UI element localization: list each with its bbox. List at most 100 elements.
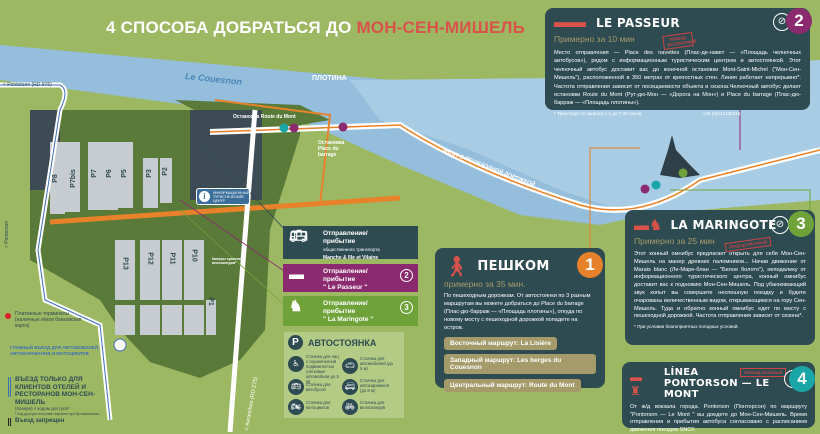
legend-text: Стоянка для лиц с ограниченной подвижнос… [306, 354, 339, 384]
pontorson-road-label: < Pontorson (RD 976) [3, 82, 52, 88]
page-title: 4 СПОСОБА ДОБРАТЬСЯ ДО МОН-СЕН-МИШЕЛЬ [106, 18, 526, 37]
legend-text: Отправление/ [323, 300, 368, 307]
hotel-entry-sub: (Казерн) с кодом доступа* [15, 406, 70, 411]
walk-body: По пешеходным дорожкам. От автостоянки п… [444, 293, 591, 331]
entry-barrier-icon [8, 377, 11, 397]
route-central[interactable]: Центральный маршрут: Route du Mont [444, 379, 581, 392]
walk-panel: 🚶︎ ПЕШКОМ примерно за 35 мин. По пешеходн… [435, 248, 605, 392]
parking-p12[interactable]: P12 [146, 252, 154, 265]
paid-ride-stamp: ПРОЕЗД ПЛАТНЫЙ [740, 368, 787, 377]
stop-barrage: Остановка Place du barrage [318, 140, 345, 158]
free-ride-stamp: ПРОЕЗД БЕСПЛАТНЫЙ [662, 31, 696, 51]
stop-route-du-mont: Остановка Route du Mont [233, 114, 296, 120]
passeur-phone: +33 (0)214132015. [702, 110, 742, 116]
parking-legend: P АВТОСТОЯНКА ♿︎Стоянка для лиц с ограни… [284, 332, 404, 418]
badge-4: 4 [789, 366, 815, 392]
shuttle-icon: ▬ [289, 266, 304, 283]
badge-3: 3 [788, 211, 814, 237]
info-center-label: ИНФОРМАЦИОННЫЙ ТУРИСТИЧЕСКИЙ ЦЕНТР [213, 191, 250, 203]
parking-p13[interactable]: P13 [121, 257, 129, 270]
parking-p11[interactable]: P11 [168, 252, 176, 265]
info-icon: i [199, 191, 210, 202]
parking-p7bis[interactable]: P7bis [69, 169, 77, 188]
parking-p6[interactable]: P6 [105, 169, 113, 178]
no-dogs-icon: ⊘ [771, 216, 789, 234]
parking-p10[interactable]: P10 [190, 249, 198, 262]
payment-terminal-icon [5, 313, 11, 319]
badge-2: 2 [786, 8, 812, 34]
mont-saint-michel-silhouette [660, 135, 700, 178]
payment-terminals-label: Платежные терминалы (наличные и/или банк… [15, 311, 82, 329]
legend-passeur: ▬ Отправление/прибытие" Le Passeur " 2 [283, 264, 418, 292]
legend-text: Стоянка для велосипедов [360, 400, 386, 410]
passeur-title: LE PASSEUR [596, 16, 680, 30]
pedestrian-icon: 🚶︎ [444, 256, 470, 278]
main-entry-label: ГЛАВНЫЙ ВЪЕЗД ДЛЯ АВТОМОБИЛЕЙ, АВТОКАРАВ… [10, 345, 100, 356]
hotel-entry-label: ВЪЕЗД ТОЛЬКО ДЛЯ КЛИЕНТОВ ОТЕЛЕЙ И РЕСТО… [15, 376, 95, 406]
parking-icon: P [288, 335, 303, 350]
bus-train-icon: ▬ ♜ [630, 369, 642, 398]
legend-number: 3 [400, 301, 413, 314]
road-rd275 [227, 109, 258, 432]
legend-text: прибытие [323, 276, 356, 283]
bike-storage-label: Камеры хранения велосипедов* [212, 257, 244, 265]
passeur-note: * Транспорт по запросу с 1 до 7:30 часов… [554, 110, 643, 116]
no-entry-label: Въезд запрещен [15, 418, 65, 424]
linea-body: От ж/д вокзала города. Pontorson (Понтор… [630, 404, 807, 433]
wheelchair-icon: ♿︎ [288, 356, 304, 372]
bus-icon: 🚌︎ [288, 379, 304, 395]
maringote-note: * При условии благоприятных погодных усл… [634, 324, 739, 330]
legend-text: прибытие [323, 308, 356, 315]
hotel-entry-note: * Код доступа получают заранее при брони… [15, 412, 100, 416]
walk-time: примерно за 35 мин. [444, 279, 526, 289]
parking-lots [50, 142, 216, 335]
maringote-body: Этот конный омнибус предлагает открыть д… [634, 251, 806, 320]
legend-text: Стоянка для автобусов [306, 382, 331, 392]
maringote-title: LA MARINGOTE [670, 218, 777, 232]
dam-label: ПЛОТИНА [312, 75, 347, 82]
parking-p2[interactable]: P2 [161, 167, 169, 176]
linea-title-2: PONTORSON — LE MONT [663, 378, 770, 400]
passeur-body: Место отправления — Place des navettes (… [554, 50, 801, 107]
legend-text: " La Maringote " [323, 316, 374, 323]
maringote-panel: ▬♞LA MARINGOTE ПРОЕЗД ПЛАТНЫЙ Примерно з… [625, 210, 815, 345]
legend-text: Отправление/ [323, 230, 368, 237]
legend-text: Стоянка для автокараванов (до 8 м) [360, 378, 389, 393]
parking-p7[interactable]: P7 [90, 169, 98, 178]
parking-p3[interactable]: P3 [145, 169, 153, 178]
legend-text: Отправление/ [323, 268, 368, 275]
route-east[interactable]: Восточный маршрут: La Lisière [444, 337, 557, 350]
legend-public-transport: 🚌︎ Отправление/прибытие общественного тран… [283, 226, 418, 261]
car-icon: 🚗︎ [342, 358, 358, 374]
shuttle-bus-icon: ▬▬ [554, 14, 586, 31]
camper-icon: 🚐︎ [342, 379, 358, 395]
horse-omnibus-icon: ▬♞ [634, 217, 663, 234]
legend-number: 2 [400, 269, 413, 282]
horse-icon: ♞ [289, 298, 303, 315]
legend-text: общественного транспорта [323, 247, 380, 252]
walk-title: ПЕШКОМ [477, 259, 550, 274]
parking-p5[interactable]: P5 [120, 169, 128, 178]
legend-text: Стоянка для мотоциклов [306, 400, 331, 410]
maringote-time: Примерно за 25 мин [634, 236, 715, 246]
parking-legend-title: АВТОСТОЯНКА [308, 338, 377, 348]
bicycle-icon: 🚲︎ [342, 399, 358, 415]
motorcycle-icon: 🏍︎ [288, 399, 304, 415]
legend-text: прибытие [323, 238, 356, 245]
legend-maringote: ♞ Отправление/прибытие" La Maringote " 3 [283, 296, 418, 326]
legend-text: Manche & Ille et Vilaine [323, 255, 379, 261]
parking-p8[interactable]: P8 [51, 174, 59, 183]
badge-1: 1 [577, 252, 603, 278]
pontorson-road-label-2: > Pontorson [4, 220, 10, 248]
bus-icon: 🚌︎ [289, 228, 309, 245]
linea-title-1: LÍNEA [663, 367, 699, 378]
parking-p1[interactable]: P1 [206, 297, 214, 306]
passeur-panel: ▬▬LE PASSEUR Примерно за 10 мин ПРОЕЗД Б… [545, 8, 810, 116]
legend-text: " Le Passeur " [323, 284, 368, 291]
no-entry-icon [8, 418, 11, 426]
legend-text: Стоянка для автомобилей (до 5 м) [360, 356, 394, 371]
route-west[interactable]: Западный маршрут: Les berges du Couesnon [444, 354, 596, 374]
